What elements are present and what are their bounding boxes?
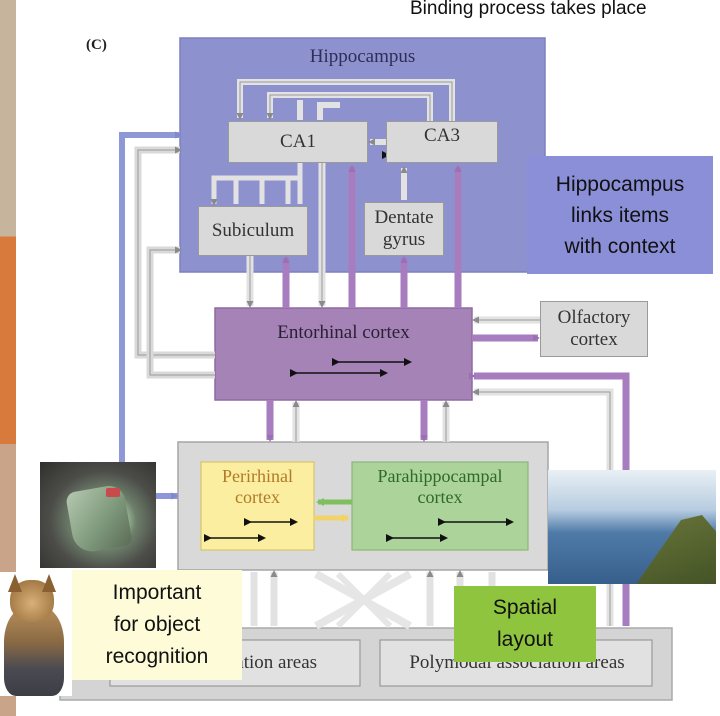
landscape-photo bbox=[548, 470, 716, 584]
ca1-box: CA1 bbox=[228, 121, 368, 163]
entorhinal-label: Entorhinal cortex bbox=[277, 322, 410, 343]
hippocampus-note-line-1: Hippocampus bbox=[555, 172, 685, 196]
ca1-label: CA1 bbox=[280, 131, 316, 152]
subiculum-box: Subiculum bbox=[198, 206, 308, 256]
perirhinal-label: Perirhinal cortex bbox=[201, 466, 314, 508]
perirhinal-label-2: cortex bbox=[235, 487, 280, 507]
entorhinal-block bbox=[214, 307, 473, 401]
olfactory-label-1: Olfactory bbox=[557, 307, 631, 328]
unimodal-areas-label: iation areas bbox=[230, 652, 318, 673]
hippocampus-note-line-2: links items bbox=[570, 203, 670, 227]
dentate-gyrus-label-1: Dentate bbox=[374, 207, 434, 228]
cliff-shape bbox=[618, 515, 716, 584]
dentate-gyrus-box: Dentate gyrus bbox=[364, 202, 444, 256]
object-note-line-1: Important bbox=[112, 581, 202, 604]
crushed-can-shape bbox=[65, 483, 133, 555]
olfactory-label-2: cortex bbox=[570, 329, 618, 350]
ca3-box: CA3 bbox=[386, 121, 498, 163]
left-edge-strip bbox=[0, 0, 16, 716]
dentate-gyrus-label-2: gyrus bbox=[382, 229, 426, 250]
parahippocampal-label-1: Parahippocampal bbox=[377, 466, 503, 486]
header-caption: Binding process takes place bbox=[410, 0, 647, 19]
object-note-line-3: recognition bbox=[105, 645, 209, 668]
spatial-note-line-1: Spatial bbox=[492, 596, 558, 619]
object-note-line-2: for object bbox=[113, 613, 201, 636]
hippocampus-title: Hippocampus bbox=[309, 46, 416, 67]
hippocampus-note-line-3: with context bbox=[564, 234, 676, 258]
perirhinal-label-1: Perirhinal bbox=[222, 466, 293, 486]
can-label-spot bbox=[106, 488, 120, 497]
spatial-layout-note: Spatial layout bbox=[454, 586, 596, 662]
object-photo bbox=[40, 462, 156, 568]
olfactory-cortex-box: Olfactory cortex bbox=[540, 301, 648, 357]
ca3-label: CA3 bbox=[424, 125, 460, 146]
dog-photo bbox=[0, 572, 72, 696]
spatial-note-line-2: layout bbox=[496, 628, 554, 651]
parahippocampal-label: Parahippocampal cortex bbox=[352, 466, 528, 508]
hippocampus-note: Hippocampus links items with context bbox=[527, 156, 713, 274]
object-recognition-note: Important for object recognition bbox=[72, 570, 242, 680]
panel-label: (C) bbox=[86, 37, 107, 53]
parahippocampal-label-2: cortex bbox=[417, 487, 463, 507]
subiculum-label: Subiculum bbox=[211, 220, 295, 241]
